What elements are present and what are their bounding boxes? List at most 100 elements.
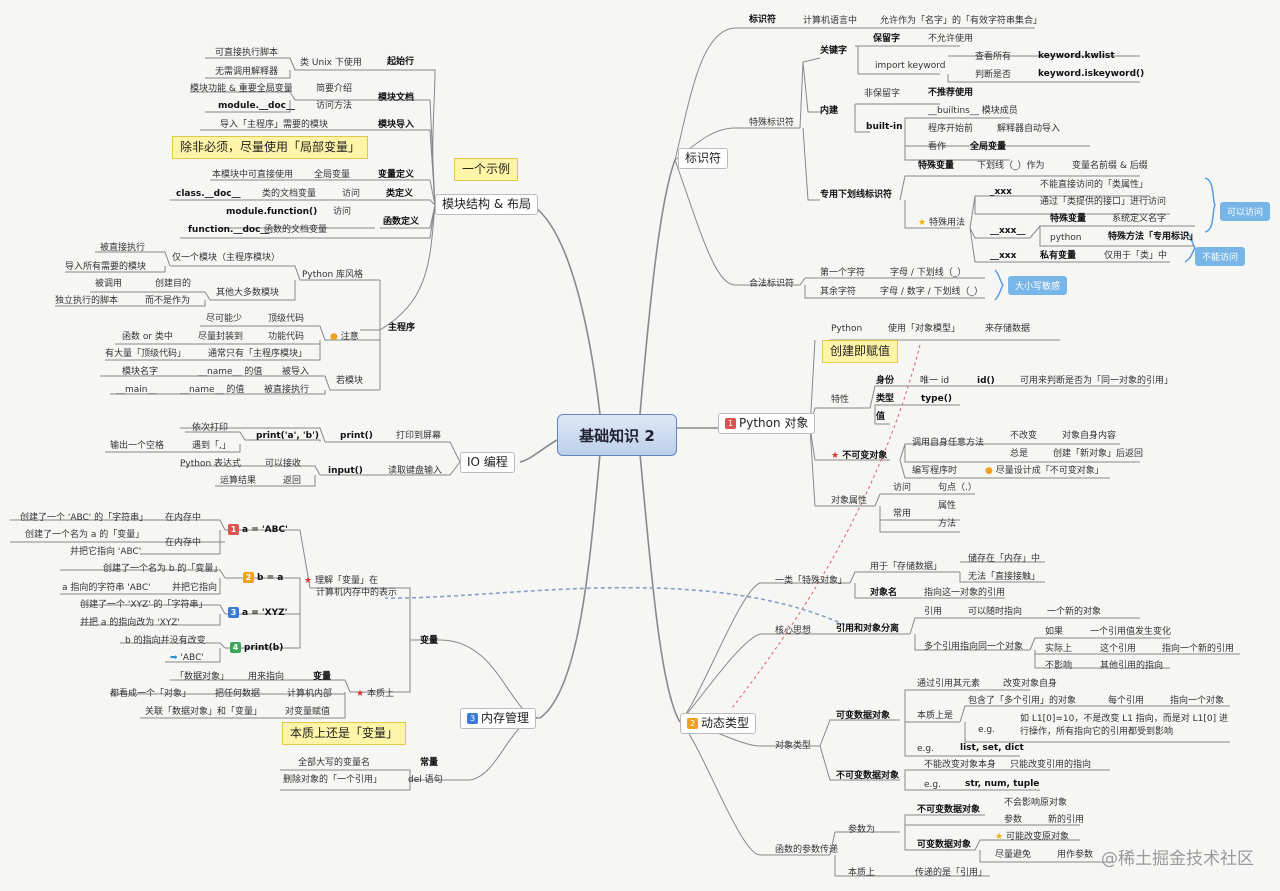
id-x1: _xxx: [990, 187, 1012, 197]
mod-vdef: 变量定义: [378, 170, 415, 180]
dyn-store: 用于「存储数据」: [870, 562, 943, 572]
root-topic[interactable]: 基础知识 2: [557, 414, 677, 456]
id-sv: 特殊变量: [918, 161, 955, 171]
mem-inmem: 在内存中: [165, 513, 202, 523]
id-nd: 不能直接访问的「类属性」: [1040, 180, 1149, 190]
mod-encap: 尽量封装到: [198, 332, 244, 342]
mem-chg: 并把 a 的指向改为 'XYZ': [80, 618, 180, 628]
dyn-eg3: e.g.: [924, 780, 941, 790]
id-rc: 字母 / 数字 / 下划线（_）: [880, 287, 984, 297]
dyn-core: 核心思想: [775, 626, 812, 636]
star-icon: ★: [918, 218, 927, 228]
dyn-noaff: 不影响: [1045, 661, 1073, 671]
dyn-eg: e.g.: [978, 725, 995, 735]
py-attr: 对象属性: [831, 496, 868, 506]
py-method: 方法: [938, 519, 957, 529]
dyn-byref: 通过引用其元素: [917, 679, 981, 689]
py-prop: 属性: [938, 501, 957, 511]
mem-under: ★ 理解「变量」在: [304, 576, 378, 586]
info-icon: ●: [985, 466, 993, 476]
id-x2: __xxx__: [990, 226, 1026, 236]
id-notrec: 不推荐使用: [928, 88, 974, 98]
branch-identifier[interactable]: 标识符: [678, 148, 729, 169]
mem-pt: 并把它指向 'ABC': [70, 547, 142, 557]
py-always: 总是: [1010, 449, 1029, 459]
mod-style: Python 库风格: [302, 270, 364, 280]
mod-mdocs: 模块文档: [378, 93, 415, 103]
mod-if: 若模块: [336, 376, 364, 386]
mod-unix: 类 Unix 下使用: [300, 58, 362, 68]
badge-3: 3: [467, 713, 478, 724]
dyn-multi: 多个引用指向同一个对象: [924, 642, 1024, 652]
dyn-ref: 指向这一对象的引用: [924, 588, 1006, 598]
id-bi: built-in: [866, 122, 903, 132]
id-special: 特殊标识符: [749, 118, 795, 128]
mem-c3: 创建了一个名为 b 的「变量」: [103, 564, 223, 574]
mem-ap: a 指向的字符串 'ABC': [62, 583, 151, 593]
mod-only: 仅一个模块（主程序模块）: [172, 253, 281, 263]
py-typef: type(): [921, 394, 952, 404]
branch-io[interactable]: IO 编程: [460, 452, 515, 473]
mod-acc2: 访问: [333, 207, 352, 217]
info-icon: ●: [330, 332, 338, 342]
dyn-points: 指向一个新的引用: [1162, 644, 1235, 654]
mod-noinv: 无需调用解释器: [215, 67, 279, 77]
branch-io: [519, 439, 558, 463]
mem-internal: 计算机内部: [287, 689, 333, 699]
id-viewall: 查看所有: [975, 52, 1012, 62]
star-icon: ★: [356, 689, 365, 699]
mem-caps: 全部大写的变量名: [298, 758, 371, 768]
id-start: 程序开始前: [928, 124, 974, 134]
id-builtin: 内建: [820, 106, 839, 116]
id-bimod: __builtins__ 模块成员: [928, 106, 1018, 116]
mod-indep: 独立执行的脚本: [55, 296, 119, 306]
mem-dels: del 语句: [408, 775, 443, 785]
branch-module[interactable]: 模块结构 & 布局: [435, 194, 538, 215]
py-write: 编写程序时: [912, 466, 958, 476]
id-fc: 字母 / 下划线（_）: [890, 268, 967, 278]
dyn-l1a: 如 L1[0]=10，不是改变 L1 指向，而是对 L1[0] 进: [1020, 714, 1229, 724]
id-kw: 关键字: [820, 46, 848, 56]
id-ikw: import keyword: [875, 61, 946, 71]
id-notavail: 不允许使用: [928, 34, 974, 44]
dyn-spec: 一类「特殊对象」: [775, 576, 848, 586]
mod-imported: 被导入: [282, 367, 310, 377]
id-dbl: 下划线（_）作为: [977, 161, 1045, 171]
id-sm: 特殊方法「专用标识」: [1108, 232, 1199, 242]
star-icon: ★: [995, 832, 1004, 842]
mod-mainv: __main__: [116, 385, 157, 395]
star-icon: ★: [831, 451, 840, 461]
mem-all: 都看成一个「对象」: [110, 689, 192, 699]
py-feat: 特性: [831, 395, 850, 405]
mem-assign: 对变量赋值: [285, 707, 331, 717]
id-nonres: 非保留字: [864, 89, 901, 99]
io-pe: Python 表达式: [180, 459, 242, 469]
py-imm: ★ 不可变对象: [831, 451, 888, 461]
mem-ref: 用来指向: [248, 672, 285, 682]
dyn-param: 参数为: [848, 825, 876, 835]
mod-nval2: __name__ 的值: [180, 385, 245, 395]
mod-feat: 模块功能 & 重要全局变量: [190, 84, 293, 94]
mod-exec: 被直接执行: [264, 385, 310, 395]
id-a3: 允许作为「名字」的「有效字符串集合」: [880, 16, 1043, 26]
id-pv: 私有变量: [1040, 251, 1077, 261]
py-python: Python: [831, 324, 863, 334]
dyn-mem: 储存在「内存」中: [968, 554, 1041, 564]
id-sysdef: 系统定义名字: [1112, 214, 1167, 224]
dyn-par: 参数: [1004, 815, 1023, 825]
io-print: print(): [340, 431, 373, 441]
dyn-any: 可以随时指向: [968, 607, 1023, 617]
dyn-noaff2: 不会影响原对象: [1004, 798, 1068, 808]
dyn-ess: 本质上: [848, 868, 876, 878]
dyn-objname: 对象名: [870, 588, 898, 598]
mod-fc: 函数 or 类中: [122, 332, 173, 342]
dyn-noacc: 无法「直接接触」: [968, 572, 1041, 582]
mod-intro: 简要介绍: [316, 84, 353, 94]
mem-dobj: 「数据对象」: [175, 672, 230, 682]
mem-nochg: b 的指向并没有改变: [125, 636, 206, 646]
